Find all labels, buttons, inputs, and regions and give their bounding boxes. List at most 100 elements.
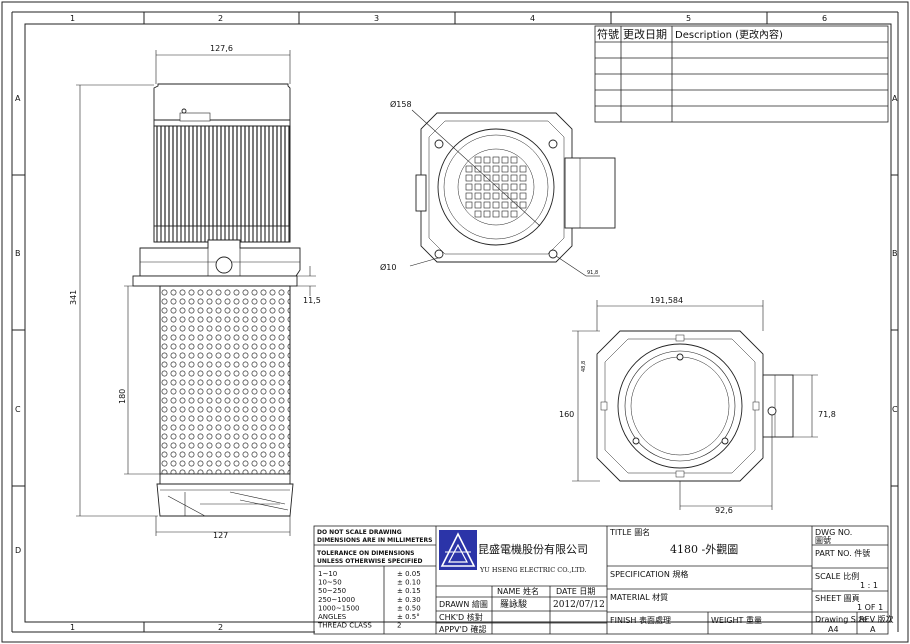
vent-slot bbox=[465, 174, 473, 182]
part-no-label: PART NO. 件號 bbox=[815, 548, 870, 558]
vent-slot bbox=[474, 156, 482, 164]
dwg-no-label: DWG NO. bbox=[815, 528, 852, 537]
note-tolerance: TOLERANCE ON DIMENSIONS bbox=[317, 550, 415, 557]
tolerance-range: 250~1000 bbox=[318, 596, 355, 604]
vent-slot bbox=[483, 210, 491, 218]
drawing-title: 4180 -外觀圖 bbox=[670, 543, 738, 556]
vent-slot bbox=[501, 192, 509, 200]
dim-bottom-width: 127 bbox=[213, 531, 228, 540]
tolerance-value: ± 0.10 bbox=[397, 579, 421, 587]
specification-label: SPECIFICATION 規格 bbox=[610, 569, 688, 579]
vent-slot bbox=[501, 201, 509, 209]
date-header: DATE 日期 bbox=[556, 587, 595, 596]
column-label: 2 bbox=[218, 14, 223, 23]
pump-side-view bbox=[132, 83, 301, 517]
drawing-size-value: A4 bbox=[828, 625, 839, 634]
dim-hole-diameter: Ø10 bbox=[380, 262, 396, 272]
vent-slot bbox=[474, 183, 482, 191]
vent-slot bbox=[519, 174, 527, 182]
company-logo bbox=[439, 530, 477, 570]
vent-slot bbox=[474, 210, 482, 218]
dim-small: 91,8 bbox=[587, 270, 598, 276]
title-label: TITLE 圖名 bbox=[609, 527, 650, 537]
sheet-value: 1 OF 1 bbox=[857, 603, 883, 612]
company-name-cn: 昆盛電機股份有限公司 bbox=[478, 542, 588, 556]
dim-base-width: 191,584 bbox=[650, 296, 683, 305]
column-label: 1 bbox=[70, 14, 75, 23]
vent-slot bbox=[465, 201, 473, 209]
vent-slot bbox=[501, 183, 509, 191]
row-label: A bbox=[892, 94, 898, 103]
vent-slot bbox=[492, 210, 500, 218]
vent-slot bbox=[501, 174, 509, 182]
name-header: NAME 姓名 bbox=[497, 586, 539, 596]
approved-label: APPV'D 確認 bbox=[439, 624, 487, 634]
drawn-name: 羅詠駿 bbox=[500, 598, 527, 610]
vent-slot bbox=[483, 165, 491, 173]
revision-label: REV 版次 bbox=[859, 614, 894, 624]
dim-vertical-small: 48,8 bbox=[581, 361, 587, 372]
revision-value: A bbox=[870, 625, 876, 634]
row-label: C bbox=[15, 405, 21, 414]
top-view-vent-grid bbox=[465, 156, 527, 218]
dim-flange-thickness: 11,5 bbox=[303, 296, 321, 305]
vent-slot bbox=[510, 156, 518, 164]
checked-label: CHK'D 核對 bbox=[439, 612, 483, 622]
vent-slot bbox=[474, 201, 482, 209]
row-label: B bbox=[15, 249, 21, 258]
revision-header-description: Description (更改內容) bbox=[675, 28, 783, 41]
vent-slot bbox=[510, 165, 518, 173]
column-label: 2 bbox=[218, 623, 223, 632]
vent-slot bbox=[510, 174, 518, 182]
tolerance-range: 1~10 bbox=[318, 570, 337, 578]
revision-table bbox=[594, 25, 889, 123]
tolerance-range: 1000~1500 bbox=[318, 604, 360, 612]
tolerance-value: ± 0.5° bbox=[397, 613, 420, 621]
vent-slot bbox=[519, 192, 527, 200]
vent-slot bbox=[510, 192, 518, 200]
vent-slot bbox=[510, 183, 518, 191]
scale-label: SCALE 比例 bbox=[815, 571, 859, 581]
weight-label: WEIGHT 重量 bbox=[711, 615, 762, 625]
column-label: 4 bbox=[530, 14, 535, 23]
vent-slot bbox=[519, 201, 527, 209]
vent-slot bbox=[474, 192, 482, 200]
vent-slot bbox=[465, 192, 473, 200]
vent-slot bbox=[483, 174, 491, 182]
vent-slot bbox=[519, 165, 527, 173]
dim-motor-diameter: Ø158 bbox=[390, 99, 412, 109]
title-block bbox=[313, 525, 889, 635]
vent-slot bbox=[492, 192, 500, 200]
tolerance-range: THREAD CLASS bbox=[317, 622, 372, 630]
column-label: 5 bbox=[686, 14, 691, 23]
scale-value: 1 : 1 bbox=[860, 581, 878, 590]
vent-slot bbox=[501, 165, 509, 173]
note-units: DIMENSIONS ARE IN MILLIMETERS bbox=[317, 537, 432, 544]
material-label: MATERIAL 材質 bbox=[610, 592, 668, 602]
vent-slot bbox=[483, 183, 491, 191]
vent-slot bbox=[492, 174, 500, 182]
vent-slot bbox=[492, 201, 500, 209]
row-label: C bbox=[892, 405, 898, 414]
vent-slot bbox=[465, 165, 473, 173]
vent-slot bbox=[501, 156, 509, 164]
tolerance-range: ANGLES bbox=[318, 613, 347, 621]
drawing-size-label: Drawing Size bbox=[815, 615, 867, 624]
tolerance-value: ± 0.30 bbox=[397, 596, 421, 604]
vent-slot bbox=[483, 201, 491, 209]
dim-strainer-height: 180 bbox=[118, 389, 127, 404]
vent-slot bbox=[492, 183, 500, 191]
tolerance-value: ± 0.50 bbox=[397, 604, 421, 612]
side-view-dimensions bbox=[76, 50, 316, 536]
vent-slot bbox=[474, 174, 482, 182]
vent-slot bbox=[519, 183, 527, 191]
revision-header-symbol: 符號 bbox=[597, 28, 619, 41]
tolerance-value: 2 bbox=[397, 622, 401, 630]
sheet-label: SHEET 圖頁 bbox=[815, 594, 860, 603]
column-label: 6 bbox=[822, 14, 827, 23]
drawn-date: 2012/07/12 bbox=[553, 600, 605, 610]
note-no-scale: DO NOT SCALE DRAWING bbox=[317, 529, 402, 536]
